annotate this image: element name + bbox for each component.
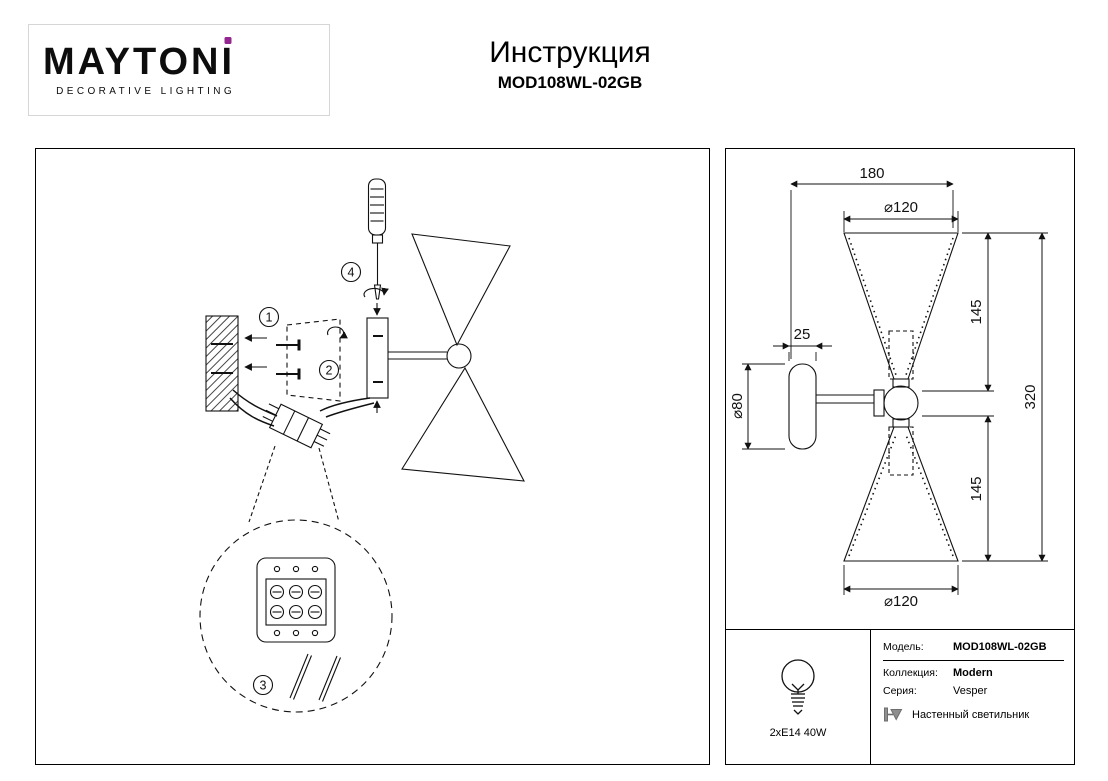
- detail-circle: [199, 519, 393, 713]
- dimension-labels: 180 ⌀120 25 ⌀80 145 145 320 ⌀120: [729, 165, 1039, 610]
- extension-lines: [742, 190, 1048, 595]
- dim-lower-cone: 145: [968, 476, 985, 501]
- bulb-spec: 2xE14 40W: [769, 726, 827, 739]
- spec-row-type: Настенный светильник: [883, 702, 1064, 728]
- document-title: Инструкция: [489, 36, 651, 69]
- spec-row-model: Модель: MOD108WL-02GB: [883, 638, 1064, 661]
- step-1-marker: 1: [266, 311, 273, 325]
- dim-top-width: 180: [859, 165, 884, 182]
- spec-label-series: Серия:: [883, 685, 917, 697]
- spec-value-model: MOD108WL-02GB: [953, 641, 1047, 653]
- dim-total-height: 320: [1022, 384, 1039, 409]
- wire-ends: [289, 653, 342, 702]
- detail-leader-left: [248, 445, 276, 523]
- lamp-front-view: [788, 232, 959, 562]
- spec-row-collection: Коллекция: Modern: [883, 664, 1064, 682]
- step-3-marker: 3: [260, 679, 267, 693]
- rotate-arrow-icon: [363, 287, 389, 298]
- dimension-drawing: 180 ⌀120 25 ⌀80 145 145 320 ⌀120: [729, 165, 1048, 610]
- screwdriver-icon: [367, 178, 387, 300]
- bulb-spec-cell: 2xE14 40W: [726, 630, 871, 764]
- dim-upper-cone: 145: [968, 299, 985, 324]
- spec-value-series: Vesper: [953, 685, 988, 697]
- assembly-diagram: 1 2 3 4: [199, 178, 525, 713]
- wall-section: [205, 315, 239, 412]
- dimensions-panel: 180 ⌀120 25 ⌀80 145 145 320 ⌀120: [725, 148, 1075, 765]
- mounting-bracket: [366, 317, 389, 399]
- lamp-side-view: [388, 233, 525, 482]
- dimension-lines: [744, 180, 1046, 593]
- plate-rotate-arrow-icon: [327, 326, 348, 339]
- detail-leader-right: [318, 447, 340, 523]
- brand-i-dot-icon: [224, 37, 232, 44]
- spec-value-type: Настенный светильник: [912, 709, 1030, 721]
- spec-table: Модель: MOD108WL-02GB Коллекция: Modern …: [871, 630, 1074, 764]
- step-4-marker: 4: [348, 266, 355, 280]
- dim-top-diameter: ⌀120: [884, 199, 918, 216]
- step-markers: 1 2 3 4: [252, 261, 362, 696]
- document-model-code: MOD108WL-02GB: [497, 73, 643, 92]
- dim-bottom-diameter: ⌀120: [884, 593, 918, 610]
- spec-label-model: Модель:: [883, 641, 924, 653]
- spec-row-series: Серия: Vesper: [883, 682, 1064, 700]
- dim-plate-diameter: ⌀80: [729, 393, 746, 419]
- mounting-plate-dashed: [286, 318, 341, 402]
- spec-value-collection: Modern: [953, 667, 993, 679]
- document-header: Инструкция MOD108WL-02GB: [330, 36, 810, 93]
- wall-lamp-icon: [884, 707, 903, 722]
- light-bulb-icon: [781, 658, 815, 715]
- wall-plate: [788, 363, 817, 450]
- dim-arm-depth: 25: [794, 326, 811, 343]
- step-2-marker: 2: [326, 364, 333, 378]
- brand-tagline: DECORATIVE LIGHTING: [56, 86, 236, 97]
- terminal-detail: [256, 557, 336, 643]
- product-info-strip: 2xE14 40W Модель: MOD108WL-02GB Коллекци…: [726, 629, 1074, 764]
- wires: [229, 389, 375, 427]
- assembly-panel: 1 2 3 4: [35, 148, 710, 765]
- terminal-block: [262, 403, 331, 449]
- spec-label-collection: Коллекция:: [883, 667, 938, 679]
